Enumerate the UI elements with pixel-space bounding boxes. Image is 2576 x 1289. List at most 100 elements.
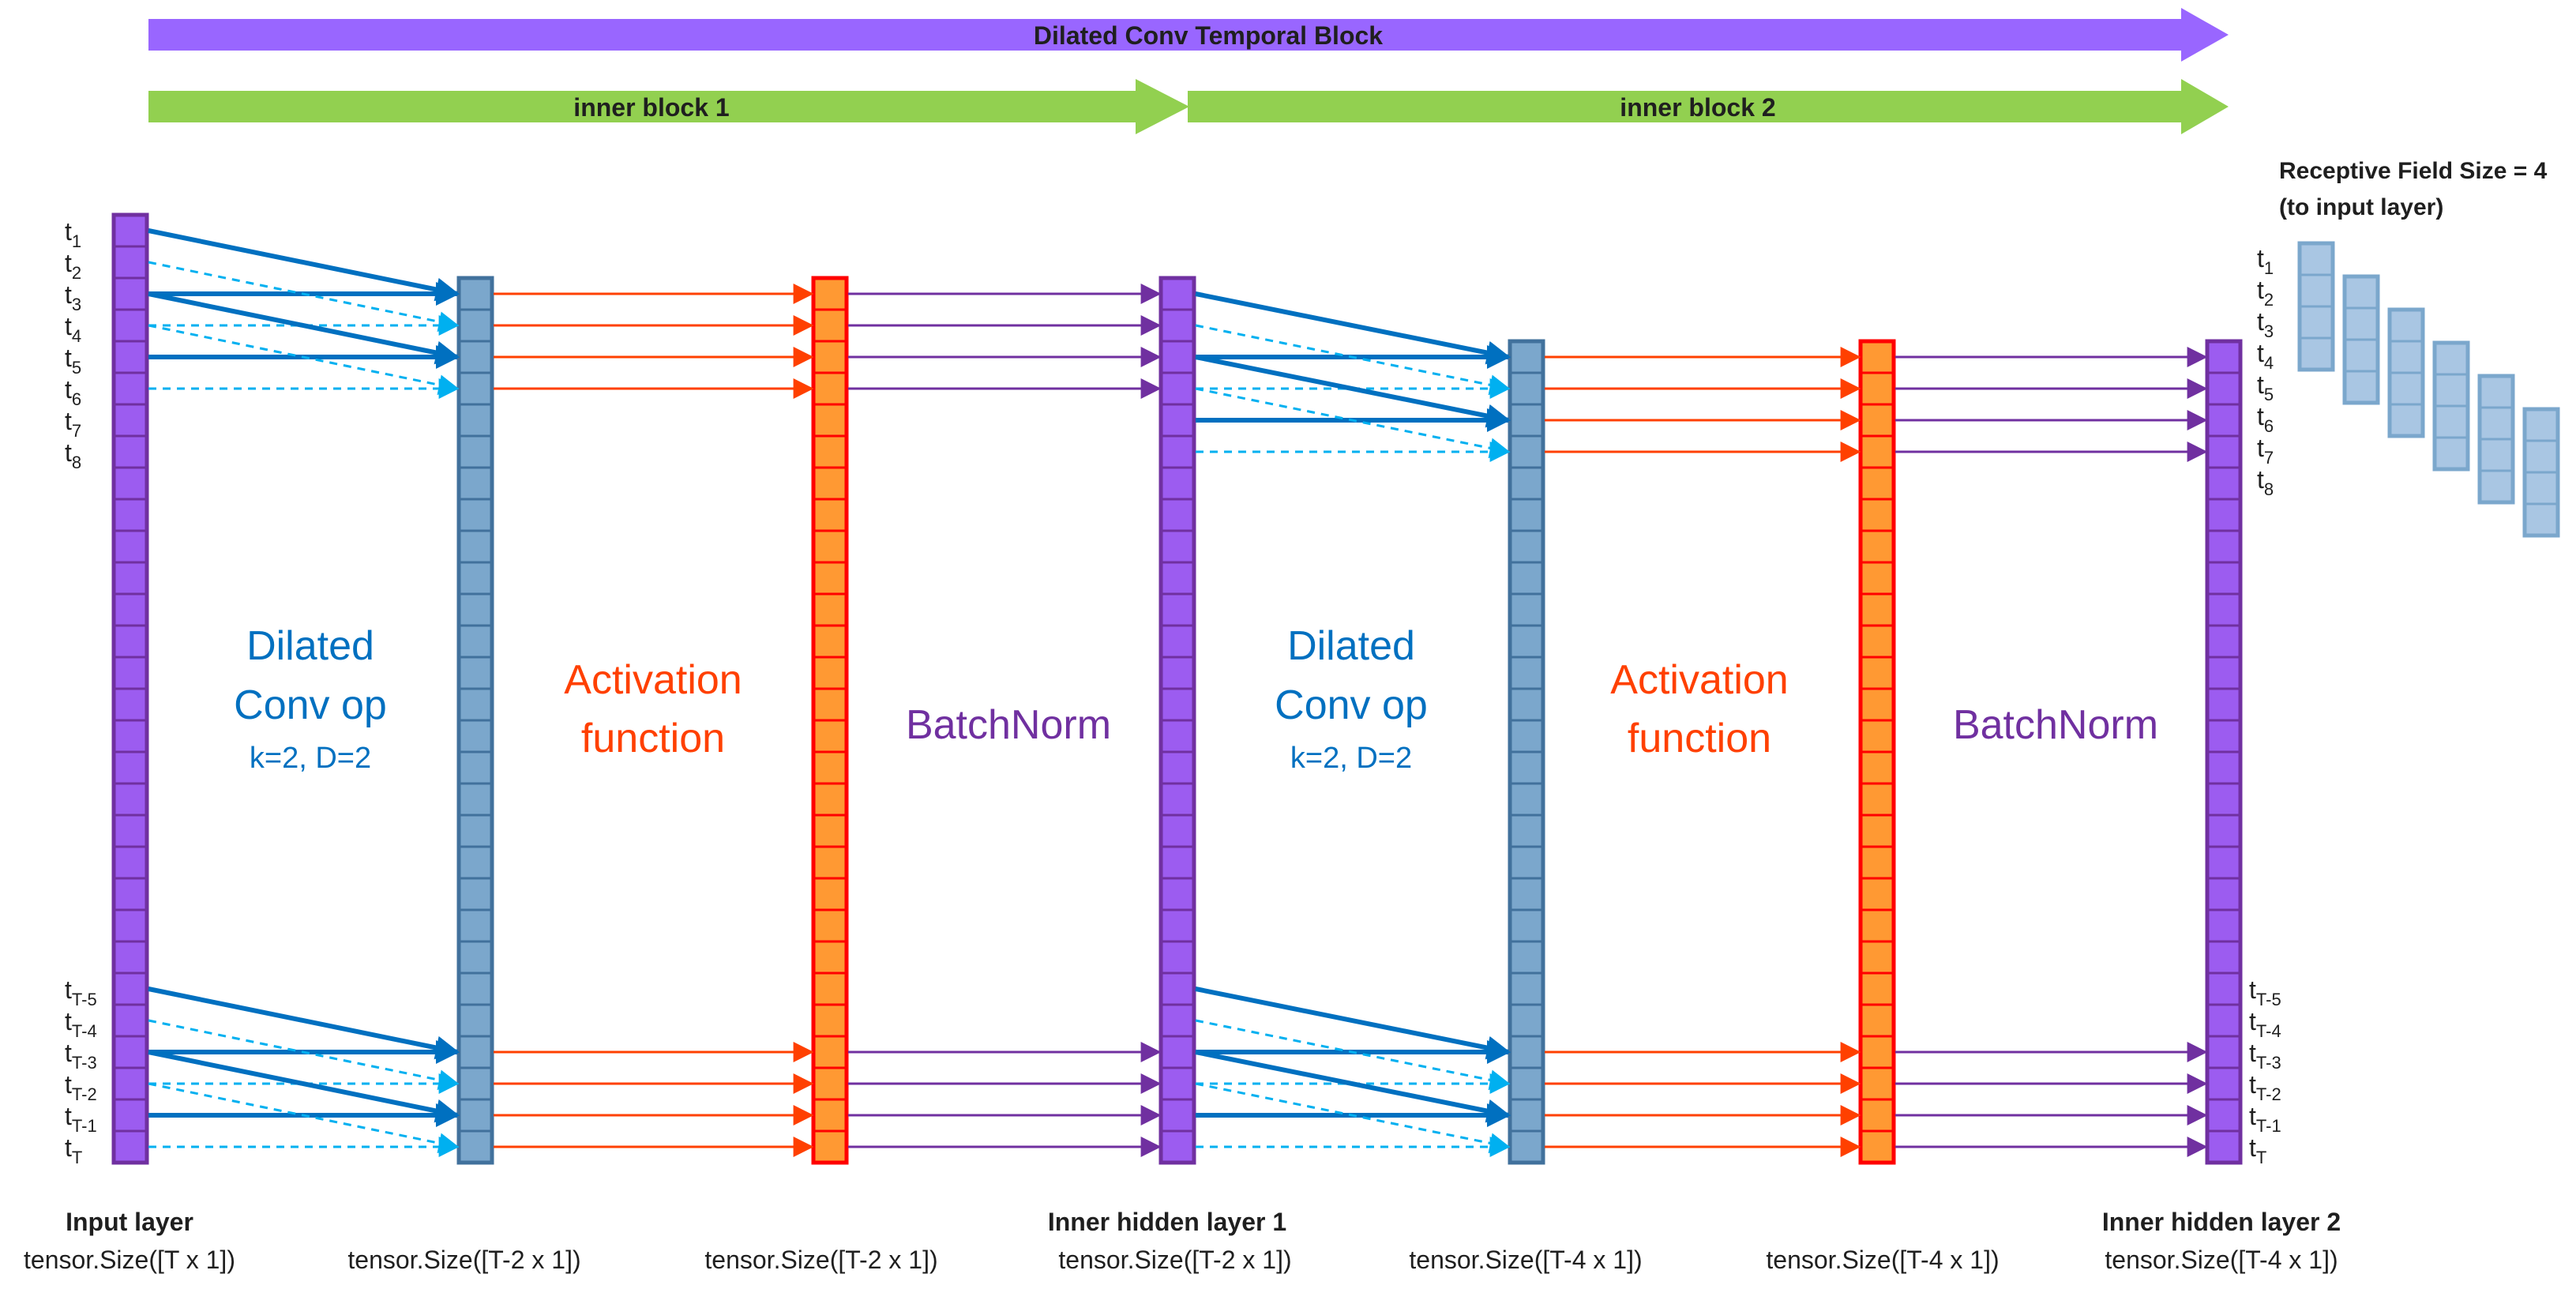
receptive-time-label: t2 (2257, 276, 2274, 310)
conv-2-connection (1195, 1050, 1511, 1123)
receptive-time-label-subscript: 3 (2264, 321, 2274, 341)
activation-1-line1: Activation (564, 657, 742, 703)
receptive-time-label-subscript: 7 (2264, 448, 2274, 468)
receptive-time-label-subscript: 1 (2264, 258, 2274, 278)
input-time-label-base: t (65, 1039, 72, 1067)
input-time-label-subscript: 7 (72, 421, 81, 441)
main-block-arrow (148, 8, 2229, 62)
activation-1-label: Activation function (564, 657, 742, 761)
batchnorm-2-label: BatchNorm (1953, 702, 2158, 748)
conv-2-output-column (1508, 339, 1545, 1165)
time-step-labels: t1t2t3t4t5t6t7t8tT-5tT-4tT-3tT-2tT-1tTt1… (65, 217, 2281, 1167)
receptive-time-label-base: t (2257, 244, 2264, 272)
output-time-label-base: t (2249, 1039, 2256, 1067)
output-time-label-subscript: T (2256, 1148, 2266, 1167)
conv-2-connection (1195, 387, 1511, 459)
input-time-label-subscript: T (72, 1148, 82, 1167)
output-time-label-base: t (2249, 1102, 2256, 1130)
receptive-time-label: t1 (2257, 244, 2274, 278)
receptive-time-label-base: t (2257, 307, 2264, 336)
output-time-label: tT-5 (2249, 975, 2281, 1009)
input-time-label-subscript: 2 (72, 263, 81, 283)
hidden-layer-1-title: Inner hidden layer 1 (1048, 1208, 1286, 1236)
activation-1-output-column (811, 276, 849, 1165)
conv-1-connection (148, 228, 460, 302)
output-time-label-subscript: T-1 (2256, 1116, 2281, 1136)
receptive-time-label-base: t (2257, 339, 2264, 367)
receptive-field-window (2522, 407, 2560, 538)
tensor-size-input: tensor.Size([T x 1]) (24, 1246, 235, 1274)
inner-block-2-banner: inner block 2 (1188, 79, 2229, 134)
receptive-time-label-base: t (2257, 402, 2264, 430)
input-time-label-subscript: T-5 (72, 990, 97, 1009)
output-time-label-base: t (2249, 1070, 2256, 1099)
conv-op-2-params: k=2, D=2 (1290, 742, 1412, 775)
receptive-time-label-base: t (2257, 465, 2264, 494)
conv-1-connection (148, 1082, 460, 1154)
hidden-layer-2-title: Inner hidden layer 2 (2102, 1208, 2341, 1236)
main-block-label: Dilated Conv Temporal Block (1034, 21, 1383, 50)
receptive-time-label-subscript: 8 (2264, 479, 2274, 499)
conv-op-2-label: Dilated Conv op k=2, D=2 (1275, 623, 1428, 775)
receptive-field-window (2477, 374, 2515, 505)
conv-op-1-label: Dilated Conv op k=2, D=2 (234, 623, 387, 775)
input-time-label-subscript: 8 (72, 453, 81, 472)
inner-block-1-banner: inner block 1 (148, 79, 1189, 134)
receptive-time-label-base: t (2257, 370, 2264, 399)
output-time-label: tT-3 (2249, 1039, 2281, 1073)
activation-2-line1: Activation (1610, 657, 1788, 703)
receptive-time-label: t5 (2257, 370, 2274, 404)
output-time-label-subscript: T-2 (2256, 1084, 2281, 1104)
conv-op-1-line1: Dilated (246, 623, 374, 669)
input-time-label-base: t (65, 249, 72, 277)
tensor-size-captions: tensor.Size([T x 1]) tensor.Size([T-2 x … (24, 1246, 2338, 1274)
receptive-time-label: t4 (2257, 339, 2274, 373)
receptive-time-label-subscript: 4 (2264, 353, 2274, 373)
input-time-label: t2 (65, 249, 81, 283)
input-time-label-base: t (65, 407, 72, 435)
tensor-size-activation-2: tensor.Size([T-4 x 1]) (1766, 1246, 1999, 1274)
input-time-label-subscript: T-4 (72, 1021, 97, 1041)
conv-op-2-line2: Conv op (1275, 682, 1428, 728)
input-time-label: tT-5 (65, 975, 97, 1009)
input-time-label: tT (65, 1133, 82, 1167)
input-time-label-subscript: 3 (72, 295, 81, 314)
conv-1-connection (148, 1050, 460, 1123)
tensor-size-conv-2: tensor.Size([T-4 x 1]) (1409, 1246, 1642, 1274)
conv-1-connection (148, 986, 460, 1060)
input-time-label-subscript: 6 (72, 389, 81, 409)
input-time-label: t7 (65, 407, 81, 441)
input-time-label-subscript: T-1 (72, 1116, 97, 1136)
input-time-label-base: t (65, 312, 72, 340)
input-time-label-subscript: 5 (72, 358, 81, 378)
output-time-label-subscript: T-3 (2256, 1053, 2281, 1073)
receptive-field-window (2387, 307, 2425, 438)
activation-2-line2: function (1628, 716, 1771, 761)
output-time-label-base: t (2249, 975, 2256, 1004)
layer-connections (148, 228, 2208, 1157)
input-layer-title: Input layer (66, 1208, 193, 1236)
input-time-label: t3 (65, 280, 81, 314)
conv-op-1-line2: Conv op (234, 682, 387, 728)
receptive-time-label: t6 (2257, 402, 2274, 436)
layer-columns (111, 212, 2243, 1165)
receptive-time-label-subscript: 5 (2264, 385, 2274, 404)
tensor-size-activation-1: tensor.Size([T-2 x 1]) (704, 1246, 937, 1274)
receptive-time-label: t3 (2257, 307, 2274, 341)
output-time-label: tT (2249, 1133, 2266, 1167)
hidden-layer-2-column (2205, 339, 2243, 1165)
input-time-label-base: t (65, 1102, 72, 1130)
tensor-size-hidden-1: tensor.Size([T-2 x 1]) (1058, 1246, 1291, 1274)
tensor-size-hidden-2: tensor.Size([T-4 x 1]) (2105, 1246, 2338, 1274)
receptive-field-subtitle: (to input layer) (2279, 194, 2443, 220)
conv-2-connection (1195, 355, 1511, 428)
output-time-label-base: t (2249, 1007, 2256, 1035)
conv-1-connection (148, 291, 460, 365)
inner-block-2-arrow (1188, 79, 2229, 134)
output-time-label-subscript: T-4 (2256, 1021, 2281, 1041)
tensor-size-conv-1: tensor.Size([T-2 x 1]) (347, 1246, 580, 1274)
input-time-label-base: t (65, 217, 72, 246)
receptive-field-title: Receptive Field Size = 4 (2279, 158, 2548, 184)
input-time-label: t4 (65, 312, 81, 346)
